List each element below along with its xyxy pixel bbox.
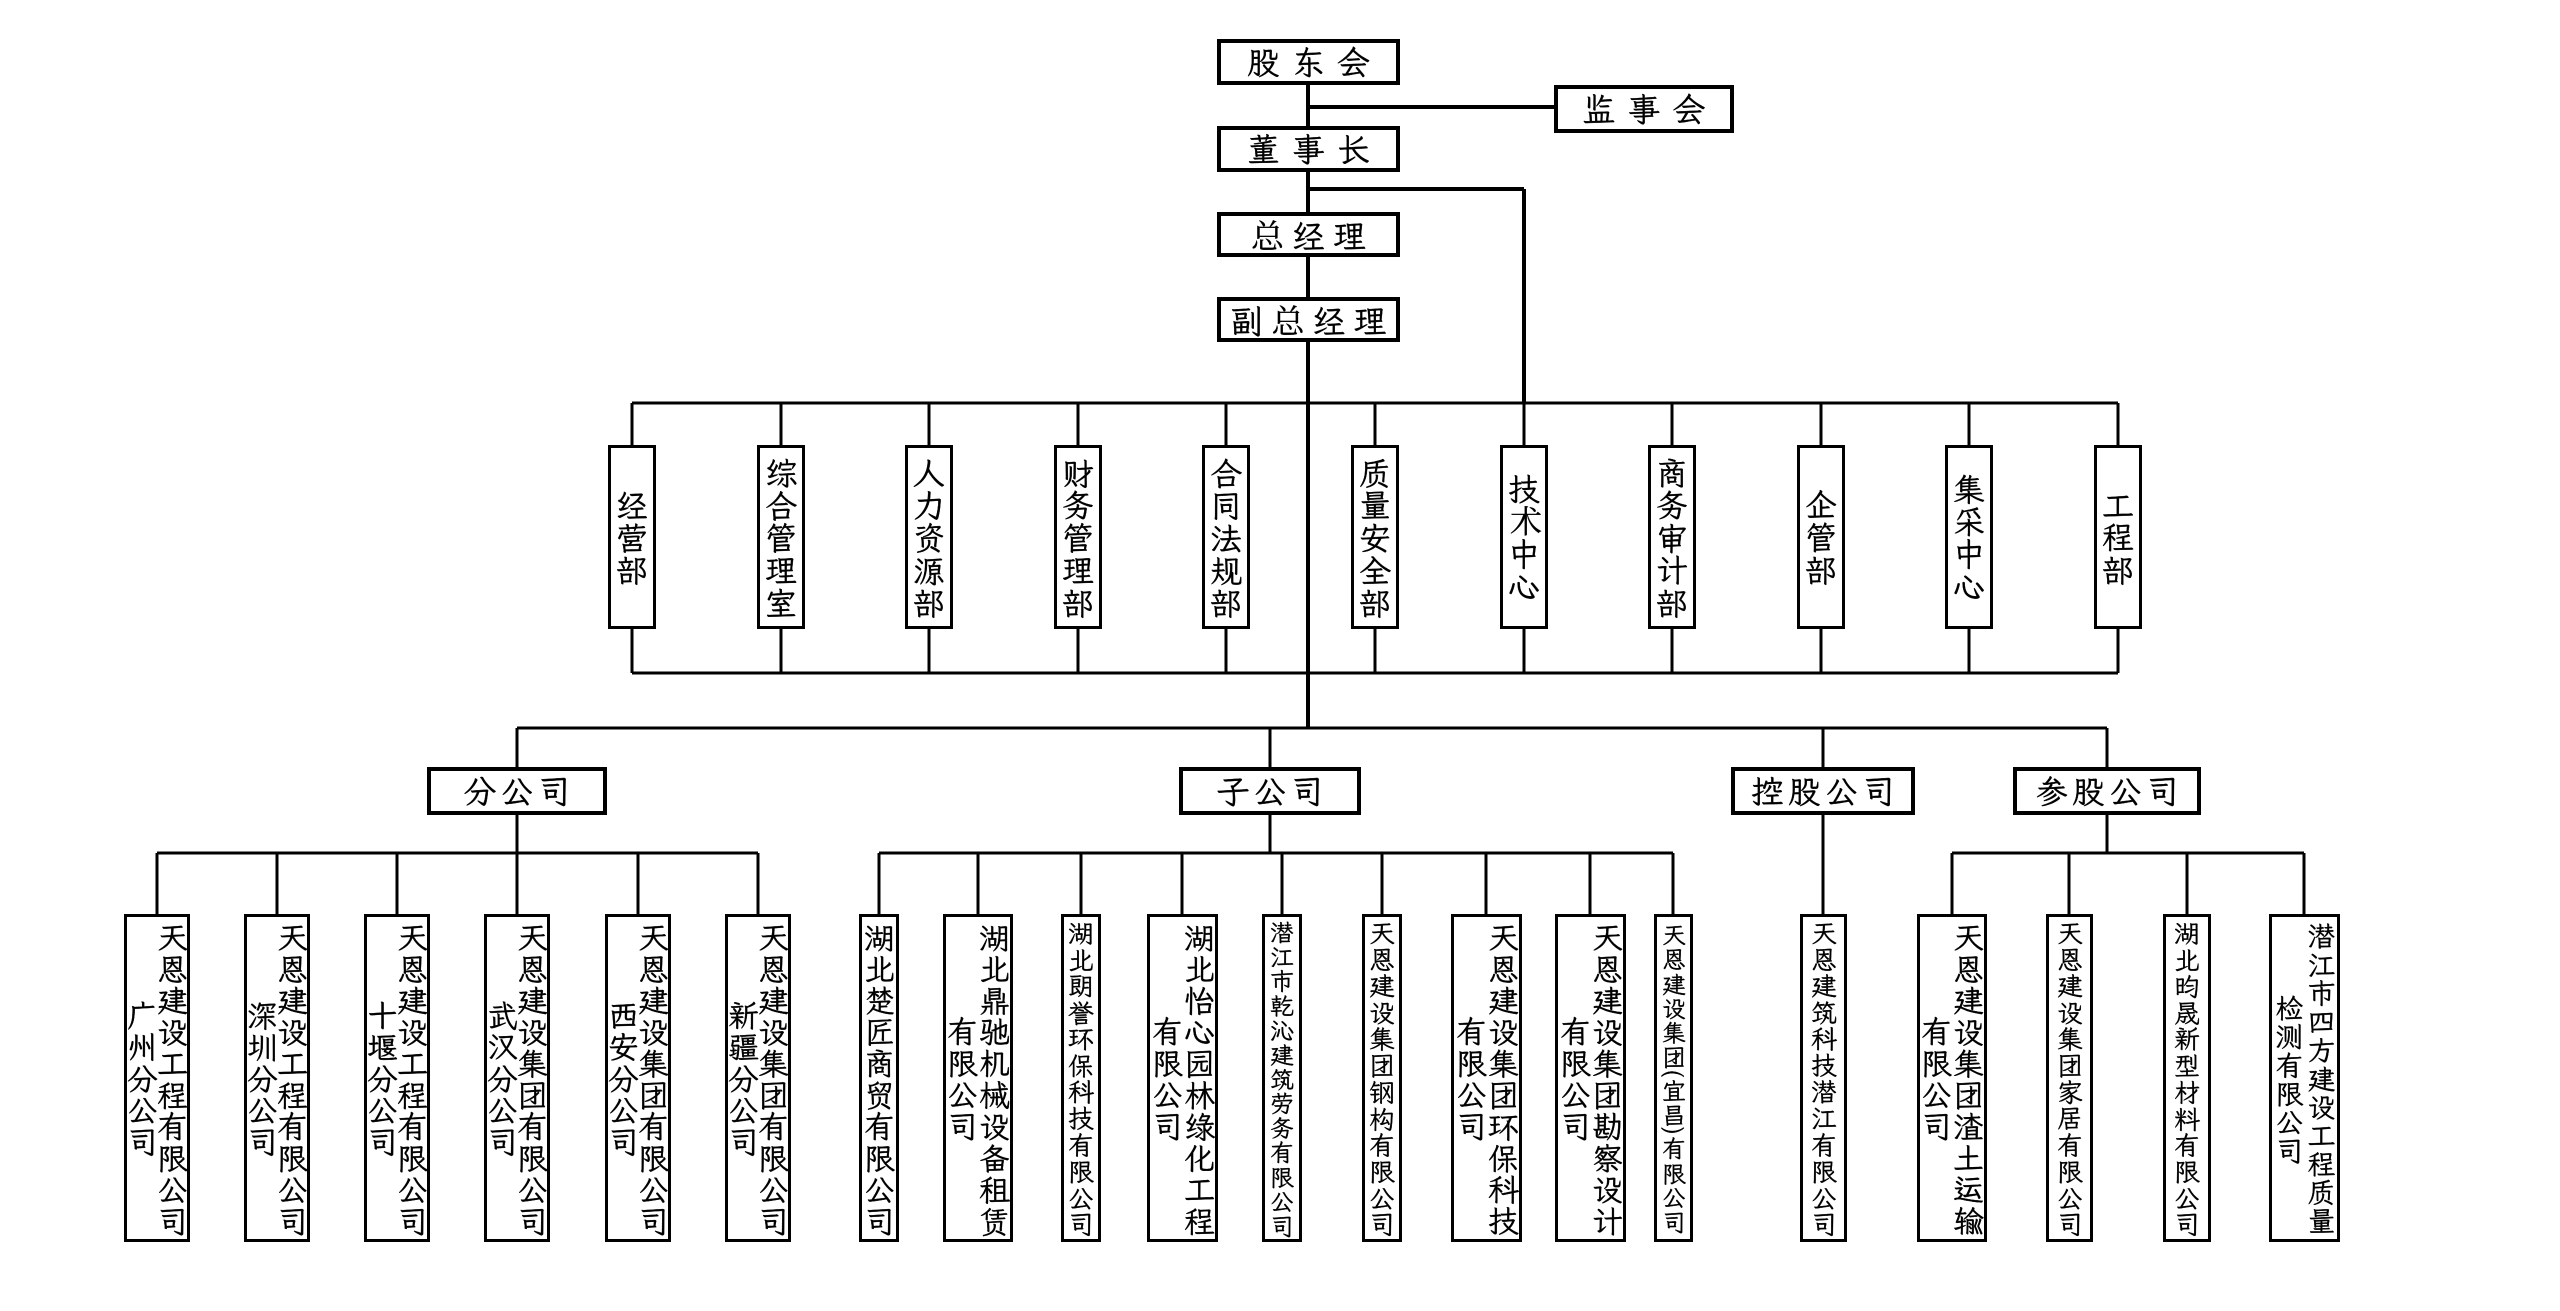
- dept-finance-management-label: 财务管理部: [1057, 455, 1099, 619]
- company-g1-1-label: 湖北鼎驰机械设备租赁 有限公司: [942, 920, 1015, 1236]
- company-g0-5-label: 天恩建设集团有限公司 新疆分公司: [723, 920, 794, 1236]
- company-g1-0: 湖北楚匠商贸有限公司: [859, 914, 900, 1242]
- node-supervisory-board: 监事会: [1554, 85, 1734, 133]
- dept-procurement-center: 集采中心: [1945, 445, 1993, 629]
- company-g1-1: 湖北鼎驰机械设备租赁 有限公司: [942, 914, 1015, 1242]
- company-g0-3-label: 天恩建设集团有限公司 武汉分公司: [482, 920, 553, 1236]
- company-g1-5-label: 天恩建设集团钢构有限公司: [1365, 919, 1399, 1237]
- company-g0-0-label: 天恩建设工程有限公司 广州分公司: [122, 920, 193, 1236]
- company-g1-6: 天恩建设集团环保科技 有限公司: [1451, 914, 1524, 1242]
- company-g3-2: 湖北昀晟新型材料有限公司: [2163, 914, 2211, 1242]
- company-g1-8-label: 天恩建设集团(宜昌)有限公司: [1658, 922, 1690, 1234]
- dept-contract-legal-label: 合同法规部: [1205, 455, 1247, 619]
- company-g3-2-label: 湖北昀晟新型材料有限公司: [2170, 919, 2204, 1237]
- company-g1-4: 潜江市乾沁建筑劳务有限公司: [1262, 914, 1302, 1242]
- company-g1-6-label: 天恩建设集团环保科技 有限公司: [1451, 920, 1524, 1236]
- node-general-manager: 总经理: [1217, 212, 1400, 258]
- dept-engineering-label: 工程部: [2097, 488, 2139, 586]
- dept-enterprise-management-label: 企管部: [1800, 488, 1842, 586]
- company-g2-0-label: 天恩建筑科技潜江有限公司: [1807, 919, 1841, 1237]
- dept-contract-legal: 合同法规部: [1202, 445, 1250, 629]
- node-shareholders-label: 股东会: [1247, 40, 1382, 84]
- dept-quality-safety-label: 质量安全部: [1354, 455, 1396, 619]
- company-g3-0: 天恩建设集团渣土运输 有限公司: [1916, 914, 1989, 1242]
- company-g0-3: 天恩建设集团有限公司 武汉分公司: [482, 914, 553, 1242]
- company-g2-0: 天恩建筑科技潜江有限公司: [1800, 914, 1847, 1242]
- company-g0-2: 天恩建设工程有限公司 十堰分公司: [362, 914, 433, 1242]
- dept-operations-label: 经营部: [611, 488, 653, 586]
- group-subsidiaries: 子公司: [1179, 767, 1361, 815]
- company-g1-2: 湖北朗誉环保科技有限公司: [1061, 914, 1101, 1242]
- group-holding-companies-label: 控股公司: [1751, 769, 1899, 813]
- company-g1-5: 天恩建设集团钢构有限公司: [1362, 914, 1402, 1242]
- dept-general-management-office-label: 综合管理室: [760, 455, 802, 619]
- dept-business-audit: 商务审计部: [1648, 445, 1696, 629]
- group-branch-companies: 分公司: [427, 767, 607, 815]
- company-g1-3-label: 湖北怡心园林绿化工程 有限公司: [1147, 920, 1220, 1236]
- node-deputy-general-manager-label: 副总经理: [1230, 300, 1395, 343]
- company-g0-1-label: 天恩建设工程有限公司 深圳分公司: [242, 920, 313, 1236]
- company-g1-8: 天恩建设集团(宜昌)有限公司: [1654, 914, 1693, 1242]
- group-holding-companies: 控股公司: [1731, 767, 1915, 815]
- company-g0-2-label: 天恩建设工程有限公司 十堰分公司: [362, 920, 433, 1236]
- company-g3-1-label: 天恩建设集团家居有限公司: [2053, 919, 2087, 1237]
- node-supervisory-board-label: 监事会: [1582, 87, 1718, 131]
- dept-enterprise-management: 企管部: [1797, 445, 1845, 629]
- node-chairman: 董事长: [1217, 126, 1400, 172]
- node-general-manager-label: 总经理: [1251, 215, 1374, 258]
- company-g0-5: 天恩建设集团有限公司 新疆分公司: [723, 914, 794, 1242]
- company-g1-7: 天恩建设集团勘察设计 有限公司: [1555, 914, 1628, 1242]
- group-participation-companies-label: 参股公司: [2035, 769, 2183, 813]
- company-g1-3: 湖北怡心园林绿化工程 有限公司: [1147, 914, 1220, 1242]
- company-g1-0-label: 湖北楚匠商贸有限公司: [859, 920, 900, 1236]
- dept-operations: 经营部: [608, 445, 656, 629]
- dept-business-audit-label: 商务审计部: [1651, 455, 1693, 619]
- node-shareholders: 股东会: [1217, 39, 1400, 85]
- group-participation-companies: 参股公司: [2013, 767, 2201, 815]
- company-g3-3: 潜江市四方建设工程质量 检测有限公司: [2269, 914, 2340, 1242]
- dept-quality-safety: 质量安全部: [1351, 445, 1399, 629]
- node-chairman-label: 董事长: [1247, 127, 1382, 171]
- company-g3-1: 天恩建设集团家居有限公司: [2046, 914, 2093, 1242]
- company-g0-1: 天恩建设工程有限公司 深圳分公司: [242, 914, 313, 1242]
- node-deputy-general-manager: 副总经理: [1217, 297, 1400, 343]
- company-g1-4-label: 潜江市乾沁建筑劳务有限公司: [1266, 918, 1298, 1238]
- company-g0-0: 天恩建设工程有限公司 广州分公司: [122, 914, 193, 1242]
- company-g0-4-label: 天恩建设集团有限公司 西安分公司: [603, 920, 674, 1236]
- dept-technology-center: 技术中心: [1500, 445, 1548, 629]
- company-g1-2-label: 湖北朗誉环保科技有限公司: [1064, 919, 1098, 1237]
- dept-general-management-office: 综合管理室: [757, 445, 805, 629]
- company-g0-4: 天恩建设集团有限公司 西安分公司: [603, 914, 674, 1242]
- dept-engineering: 工程部: [2094, 445, 2142, 629]
- group-subsidiaries-label: 子公司: [1216, 769, 1328, 813]
- company-g3-0-label: 天恩建设集团渣土运输 有限公司: [1916, 920, 1989, 1236]
- dept-procurement-center-label: 集采中心: [1948, 472, 1990, 602]
- company-g1-7-label: 天恩建设集团勘察设计 有限公司: [1555, 920, 1628, 1236]
- dept-human-resources: 人力资源部: [905, 445, 953, 629]
- dept-technology-center-label: 技术中心: [1503, 472, 1545, 602]
- company-g3-3-label: 潜江市四方建设工程质量 检测有限公司: [2271, 921, 2340, 1235]
- group-branch-companies-label: 分公司: [463, 769, 575, 813]
- dept-finance-management: 财务管理部: [1054, 445, 1102, 629]
- dept-human-resources-label: 人力资源部: [908, 455, 950, 619]
